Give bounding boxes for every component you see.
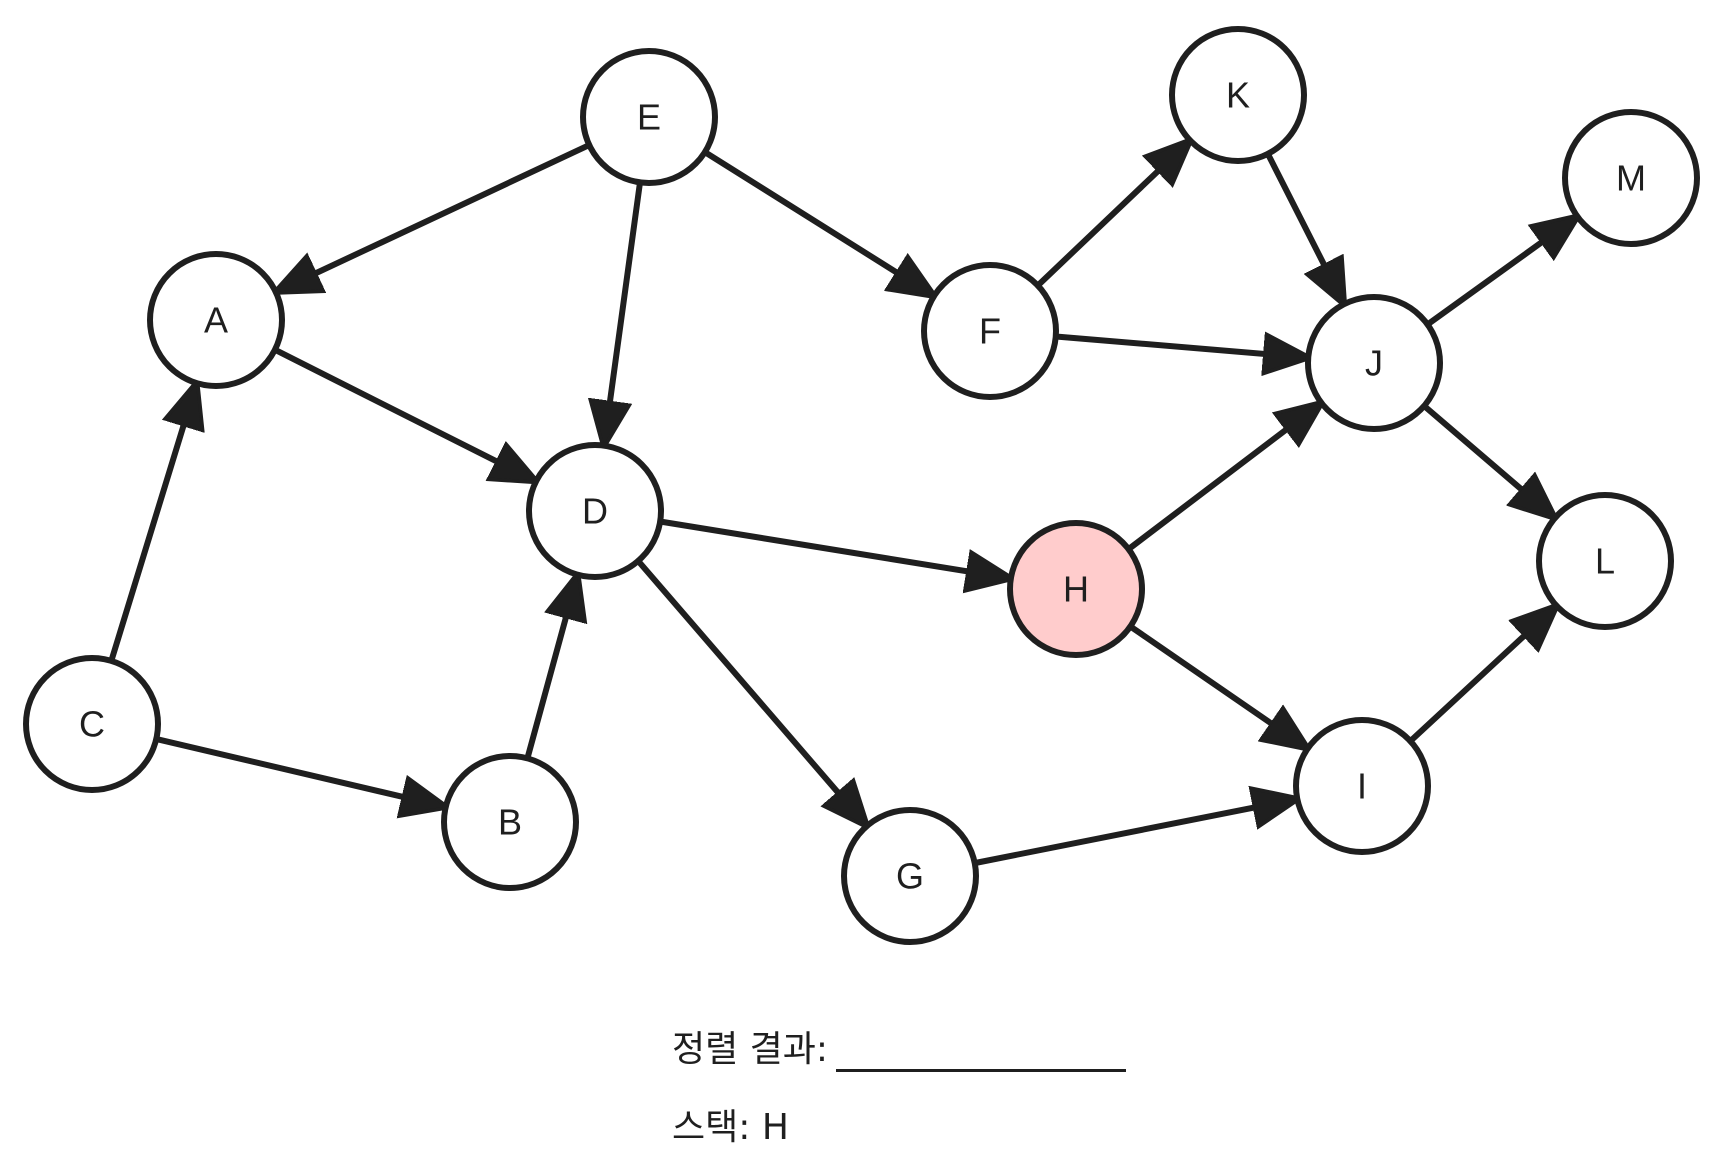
- edge-j-to-l: [1423, 404, 1553, 517]
- node-label-h: H: [1063, 569, 1089, 610]
- node-circle-e: [580, 48, 718, 186]
- node-label-m: M: [1616, 158, 1646, 199]
- stack-label: 스택:: [672, 1107, 751, 1148]
- node-b: B: [441, 753, 579, 891]
- node-m: M: [1562, 109, 1700, 247]
- node-h: H: [1007, 520, 1145, 658]
- edge-c-to-a: [109, 385, 196, 661]
- stack-status: 스택: H: [672, 1098, 789, 1150]
- node-label-f: F: [979, 311, 1001, 352]
- node-label-e: E: [637, 97, 661, 138]
- edge-i-to-l: [1409, 607, 1556, 743]
- edge-g-to-i: [974, 799, 1296, 866]
- edge-e-to-a: [278, 143, 590, 291]
- node-i: I: [1293, 717, 1431, 855]
- node-circle-j: [1305, 294, 1443, 432]
- node-label-k: K: [1226, 75, 1250, 116]
- node-k: K: [1169, 26, 1307, 164]
- edge-d-to-g: [637, 560, 866, 824]
- node-circle-d: [526, 442, 664, 580]
- sort-result-blank: [836, 1029, 1127, 1072]
- node-circle-l: [1536, 492, 1674, 630]
- node-circle-g: [841, 807, 979, 945]
- node-g: G: [841, 807, 979, 945]
- node-circle-c: [23, 655, 161, 793]
- edge-c-to-b: [156, 736, 444, 807]
- node-circle-b: [441, 753, 579, 891]
- edge-d-to-h: [660, 519, 1009, 578]
- edge-b-to-d: [525, 577, 577, 759]
- node-l: L: [1536, 492, 1674, 630]
- node-label-i: I: [1357, 766, 1367, 807]
- edge-f-to-j: [1055, 337, 1306, 358]
- node-c: C: [23, 655, 161, 793]
- stack-value: H: [761, 1107, 789, 1148]
- node-label-d: D: [582, 491, 608, 532]
- node-d: D: [526, 442, 664, 580]
- node-circle-i: [1293, 717, 1431, 855]
- node-label-c: C: [79, 704, 105, 745]
- node-label-g: G: [896, 856, 924, 897]
- node-a: A: [147, 251, 285, 389]
- nodes-layer: E K M A F J D H L C B I G: [23, 26, 1700, 945]
- node-circle-k: [1169, 26, 1307, 164]
- node-f: F: [921, 262, 1059, 400]
- node-circle-m: [1562, 109, 1700, 247]
- edge-e-to-d: [604, 182, 643, 443]
- node-j: J: [1305, 294, 1443, 432]
- edges-layer: [109, 142, 1576, 866]
- sort-result: 정렬 결과:: [672, 1020, 1127, 1072]
- edge-e-to-f: [704, 150, 932, 295]
- node-circle-h: [1007, 520, 1145, 658]
- edge-h-to-j: [1128, 404, 1320, 551]
- edge-k-to-j: [1266, 153, 1343, 303]
- node-e: E: [580, 48, 718, 186]
- node-label-l: L: [1595, 541, 1615, 582]
- node-circle-f: [921, 262, 1059, 400]
- edge-f-to-k: [1037, 142, 1189, 287]
- node-label-a: A: [204, 300, 228, 341]
- sort-result-label: 정렬 결과:: [672, 1029, 829, 1070]
- node-label-j: J: [1365, 343, 1383, 384]
- edge-j-to-m: [1427, 218, 1576, 326]
- node-label-b: B: [498, 802, 522, 843]
- edge-a-to-d: [274, 348, 535, 480]
- node-circle-a: [147, 251, 285, 389]
- edge-h-to-i: [1129, 625, 1306, 747]
